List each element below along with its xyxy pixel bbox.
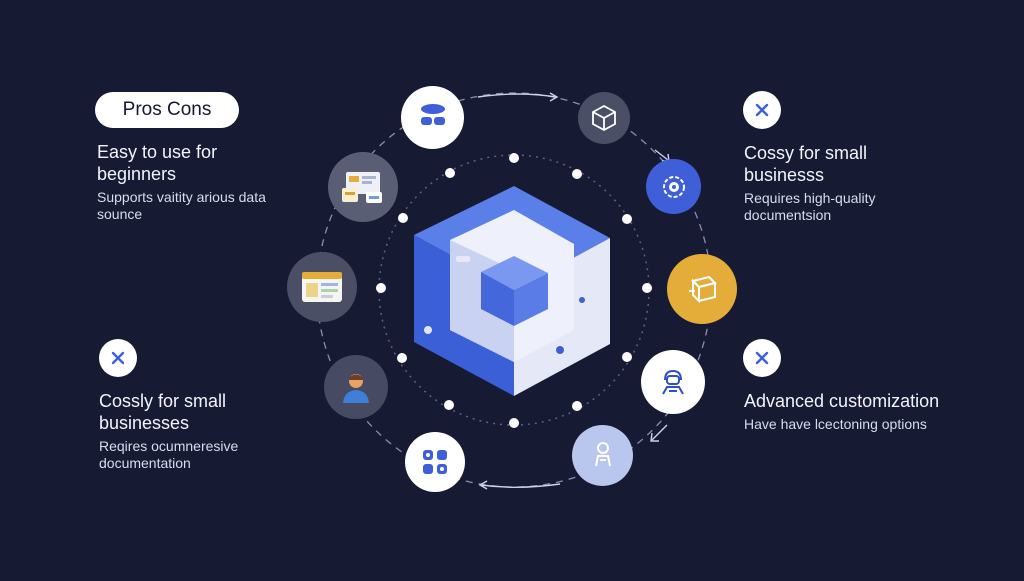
arrow-right-top xyxy=(654,149,669,161)
cons-left-heading: Cossly for small businesses xyxy=(99,391,227,433)
orbit-dot xyxy=(376,283,386,293)
cons-right-bottom-heading: Advanced customization xyxy=(744,391,940,411)
flow-arrows xyxy=(477,92,670,490)
pros-cons-tag: Pros Cons xyxy=(95,92,239,128)
orbit-dots xyxy=(376,153,652,428)
orbit-dot xyxy=(509,418,519,428)
pros-block: Easy to use for beginners Supports vaiti… xyxy=(97,141,297,223)
database-icon xyxy=(401,86,464,149)
orbit-dot xyxy=(642,283,652,293)
package-box-icon xyxy=(667,254,737,324)
badge-gear-icon xyxy=(646,159,701,214)
orbit-dot xyxy=(622,214,632,224)
close-icon xyxy=(99,339,137,377)
orbit-dot xyxy=(572,169,582,179)
cons-right-top-detail: Requires high-quality documentsion xyxy=(744,190,876,223)
orbit-dot xyxy=(397,353,407,363)
orbit-dot xyxy=(509,153,519,163)
arrow-top xyxy=(477,93,557,98)
cons-right-bottom-detail: Have have lcectoning options xyxy=(744,416,927,432)
orbit-dot xyxy=(622,352,632,362)
orbit-dot xyxy=(444,400,454,410)
arrow-bottom xyxy=(480,483,561,488)
pros-heading: Easy to use for beginners xyxy=(97,142,218,184)
close-icon xyxy=(743,91,781,129)
close-icon xyxy=(743,339,781,377)
cons-left-block: Cossly for small businesses Reqires ocum… xyxy=(99,390,299,472)
pros-detail: Supports vaitity arious data sounce xyxy=(97,189,266,222)
user-figure-icon xyxy=(572,425,633,486)
cons-right-top-heading: Cossy for small businesss xyxy=(744,143,868,185)
arrow-right-bottom xyxy=(651,424,668,441)
cube-outline-icon xyxy=(578,92,630,144)
cons-right-top-block: Cossy for small businesss Requires high-… xyxy=(744,142,944,224)
cons-right-bottom-block: Advanced customization Have have lcecton… xyxy=(744,390,944,433)
dashboard-cards-icon xyxy=(328,152,398,222)
app-grid-icon xyxy=(405,432,465,492)
person-avatar-icon xyxy=(324,355,388,419)
orbit-dot xyxy=(445,168,455,178)
browser-window-icon xyxy=(287,252,357,322)
cons-left-detail: Reqires ocumneresive documentation xyxy=(99,438,239,471)
orbit-dot xyxy=(398,213,408,223)
support-agent-icon xyxy=(641,350,705,414)
orbit-dot xyxy=(572,401,582,411)
